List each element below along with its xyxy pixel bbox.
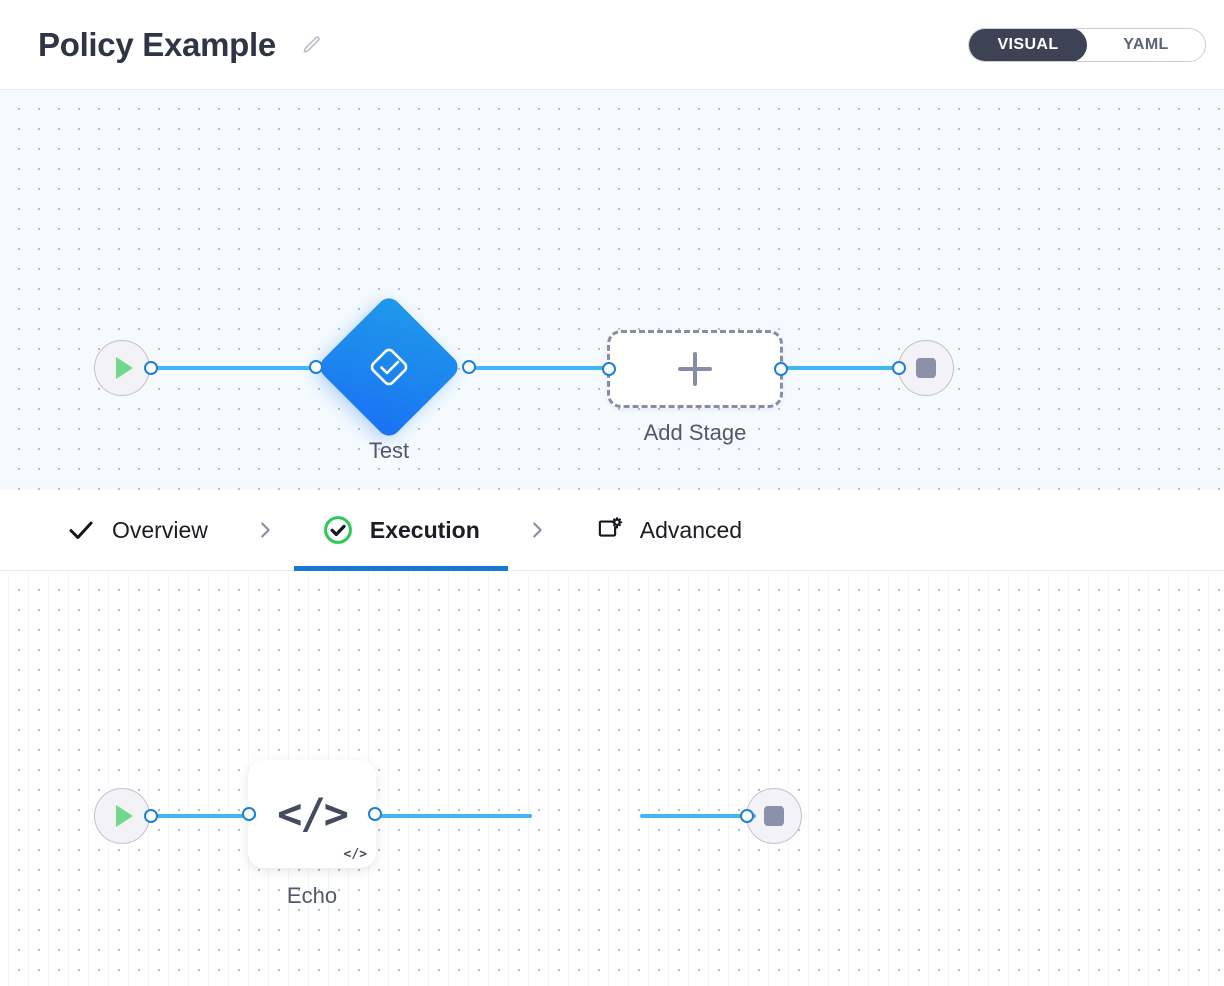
box-gear-icon xyxy=(594,515,624,545)
end-node-circle[interactable] xyxy=(898,340,954,396)
step-card-echo[interactable]: </> </> xyxy=(248,760,376,868)
stage-label-test: Test xyxy=(368,438,410,463)
play-icon xyxy=(116,805,133,827)
chevron-right-icon-1 xyxy=(236,516,294,544)
view-mode-toggle[interactable]: VISUAL YAML xyxy=(968,27,1206,62)
page-header: Policy Example VISUAL YAML xyxy=(0,0,1224,90)
start-node-circle[interactable] xyxy=(94,340,150,396)
edge-addstage-to-end xyxy=(778,366,902,370)
mode-option-yaml[interactable]: YAML xyxy=(1123,35,1169,53)
edit-title-pencil-icon[interactable] xyxy=(298,32,324,58)
tab-label-advanced: Advanced xyxy=(639,516,743,543)
add-stage-output-handle[interactable] xyxy=(774,362,788,376)
tab-advanced[interactable]: Advanced xyxy=(566,490,770,571)
plus-icon xyxy=(678,352,712,386)
play-icon xyxy=(116,357,133,379)
chevron-right-icon-2 xyxy=(508,516,566,544)
step-start-node-circle[interactable] xyxy=(94,788,150,844)
add-stage-node[interactable]: Add Stage xyxy=(602,330,788,445)
check-circle-icon xyxy=(322,514,354,546)
stop-icon xyxy=(916,358,936,378)
code-icon: </> xyxy=(277,789,349,838)
mode-option-visual[interactable]: VISUAL xyxy=(969,28,1087,61)
tab-overview[interactable]: Overview xyxy=(38,490,236,571)
edge-echo-to-addstep xyxy=(374,814,532,818)
check-icon xyxy=(66,515,96,545)
step-start-node[interactable] xyxy=(94,788,158,844)
step-start-output-handle[interactable] xyxy=(144,809,158,823)
add-stage-button[interactable] xyxy=(607,330,783,408)
stage-config-tabbar[interactable]: Overview Execution Advanced xyxy=(0,490,1224,571)
stage-canvas[interactable]: Test Add Stage xyxy=(0,90,1224,490)
stage-output-handle[interactable] xyxy=(462,360,476,374)
page-title: Policy Example xyxy=(38,25,276,63)
edge-test-to-addstage xyxy=(468,366,614,370)
stop-icon xyxy=(764,806,784,826)
start-node-output-handle[interactable] xyxy=(144,361,158,375)
edge-start-to-echo xyxy=(150,814,256,818)
step-type-badge-icon: </> xyxy=(343,847,367,862)
step-label-echo: Echo xyxy=(286,883,338,908)
step-output-handle[interactable] xyxy=(368,807,382,821)
step-end-input-handle[interactable] xyxy=(740,809,754,823)
tab-label-execution: Execution xyxy=(369,516,480,543)
edge-addstep-to-end xyxy=(640,814,756,818)
stage-diamond[interactable] xyxy=(315,293,463,441)
edge-start-to-test xyxy=(150,366,312,370)
stage-input-handle[interactable] xyxy=(309,360,323,374)
add-stage-label: Add Stage xyxy=(643,420,747,445)
stage-node-test[interactable]: Test xyxy=(309,293,476,463)
stage-end-node[interactable] xyxy=(892,340,954,396)
tab-label-overview: Overview xyxy=(112,516,208,543)
step-canvas[interactable]: </> </> Echo Add step xyxy=(0,571,1224,986)
tab-execution[interactable]: Execution xyxy=(293,490,508,571)
step-node-echo[interactable]: </> </> Echo xyxy=(242,760,382,908)
step-input-handle[interactable] xyxy=(242,807,256,821)
end-node-input-handle[interactable] xyxy=(892,361,906,375)
check-diamond-icon xyxy=(370,348,408,386)
stage-start-node[interactable] xyxy=(94,340,158,396)
add-stage-input-handle[interactable] xyxy=(602,362,616,376)
